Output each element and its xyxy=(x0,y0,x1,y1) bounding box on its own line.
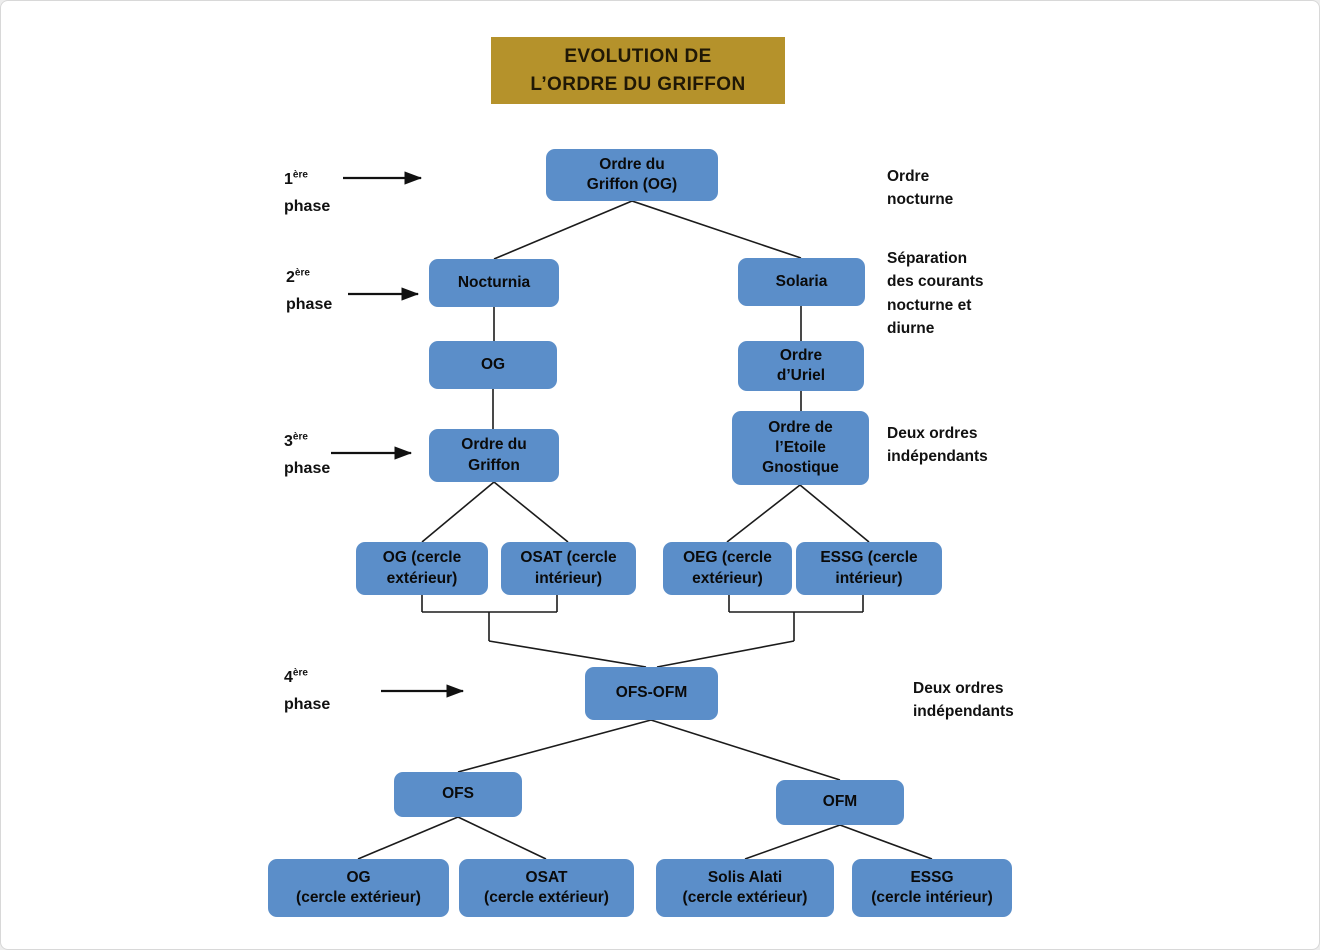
node-ofm: OFM xyxy=(776,780,904,825)
diagram-title-line-2: L’ORDRE DU GRIFFON xyxy=(530,73,746,95)
diagram-title: EVOLUTION DE L’ORDRE DU GRIFFON xyxy=(491,37,785,104)
node-og-cercle-exterieur: OG (cercle extérieur) xyxy=(356,542,488,595)
node-ordre-d-uriel: Ordre d’Uriel xyxy=(738,341,864,391)
node-solis-alati: Solis Alati (cercle extérieur) xyxy=(656,859,834,917)
node-ordre-du-griffon-phase3: Ordre du Griffon xyxy=(429,429,559,482)
node-ofs: OFS xyxy=(394,772,522,817)
phase-2-label: 2ère phase xyxy=(286,267,333,314)
node-ordre-etoile-gnostique: Ordre de l’Etoile Gnostique xyxy=(732,411,869,485)
node-essg-cercle-interieur: ESSG (cercle intérieur) xyxy=(796,542,942,595)
annotation-ordre-nocturne: Ordre nocturne xyxy=(887,168,954,209)
node-essg-cercle-interieur-bottom: ESSG (cercle intérieur) xyxy=(852,859,1012,917)
annotation-separation-courants: Séparation des courants nocturne et diur… xyxy=(887,250,984,337)
node-ofs-ofm: OFS-OFM xyxy=(585,667,718,720)
phase-1-label: 1ère phase xyxy=(284,169,331,216)
node-og-cercle-exterieur-bottom: OG (cercle extérieur) xyxy=(268,859,449,917)
node-nocturnia: Nocturnia xyxy=(429,259,559,307)
node-solaria: Solaria xyxy=(738,258,865,306)
diagram-title-line-1: EVOLUTION DE xyxy=(564,45,712,67)
phase-3-label: 3ère phase xyxy=(284,431,331,478)
node-og-phase2: OG xyxy=(429,341,557,389)
node-oeg-cercle-exterieur: OEG (cercle extérieur) xyxy=(663,542,792,595)
annotation-deux-ordres-1: Deux ordres indépendants xyxy=(887,425,988,466)
phase-4-label: 4ère phase xyxy=(284,667,331,714)
node-osat-cercle-interieur: OSAT (cercle intérieur) xyxy=(501,542,636,595)
node-osat-cercle-exterieur-bottom: OSAT (cercle extérieur) xyxy=(459,859,634,917)
node-ordre-du-griffon-og: Ordre du Griffon (OG) xyxy=(546,149,718,201)
annotation-deux-ordres-2: Deux ordres indépendants xyxy=(913,680,1014,721)
